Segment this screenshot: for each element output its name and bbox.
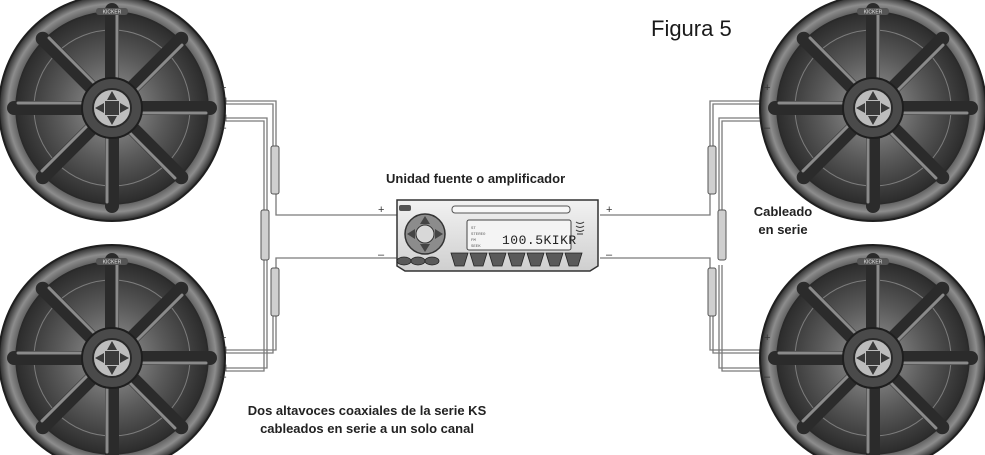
negative-symbol: – xyxy=(764,122,771,134)
positive-symbol: + xyxy=(606,204,613,216)
series-wiring-label-line: en serie xyxy=(758,222,808,237)
caption-line: Dos altavoces coaxiales de la serie KS xyxy=(247,403,487,418)
figure-title: Figura 5 xyxy=(651,16,732,41)
positive-symbol: + xyxy=(220,82,227,94)
eject-button xyxy=(399,205,411,211)
negative-symbol: – xyxy=(606,249,613,261)
speaker-brand-badge: KICKER xyxy=(103,10,122,16)
frequency-readout: 100.5KIKR xyxy=(502,233,577,248)
negative-symbol: – xyxy=(764,371,771,383)
source-unit-label: Unidad fuente o amplificador xyxy=(386,171,566,186)
caption-line: cableados en serie a un solo canal xyxy=(260,421,474,436)
display-indicator: SEEK xyxy=(471,245,481,249)
series-wiring-label: Cableado en serie xyxy=(748,203,818,239)
radio-display xyxy=(466,219,572,251)
signal-icon xyxy=(575,221,585,235)
positive-symbol: + xyxy=(378,204,385,216)
function-buttons xyxy=(396,256,440,266)
positive-symbol: + xyxy=(764,82,771,94)
speaker-brand-badge: KICKER xyxy=(864,260,883,266)
preset-buttons xyxy=(450,252,583,267)
speaker-bottom-left: KICKER xyxy=(0,245,225,455)
negative-symbol: – xyxy=(220,122,227,134)
negative-symbol: – xyxy=(220,371,227,383)
display-indicator: ST xyxy=(471,227,476,231)
speaker-top-right: KICKER xyxy=(760,0,985,221)
negative-symbol: – xyxy=(378,249,385,261)
display-indicator: FM xyxy=(471,239,476,243)
head-unit: ST STEREO FM SEEK 100.5KIKR xyxy=(396,199,599,272)
speaker-brand-badge: KICKER xyxy=(103,260,122,266)
series-wiring-label-line: Cableado xyxy=(753,204,813,219)
positive-symbol: + xyxy=(220,332,227,344)
wire-connectors xyxy=(260,145,727,317)
speaker-bottom-right: KICKER xyxy=(760,245,985,455)
display-indicator: STEREO xyxy=(471,233,486,237)
speaker-top-left: KICKER xyxy=(0,0,225,221)
positive-symbol: + xyxy=(764,332,771,344)
diagram-caption: Dos altavoces coaxiales de la serie KS c… xyxy=(212,402,522,438)
speaker-brand-badge: KICKER xyxy=(864,10,883,16)
